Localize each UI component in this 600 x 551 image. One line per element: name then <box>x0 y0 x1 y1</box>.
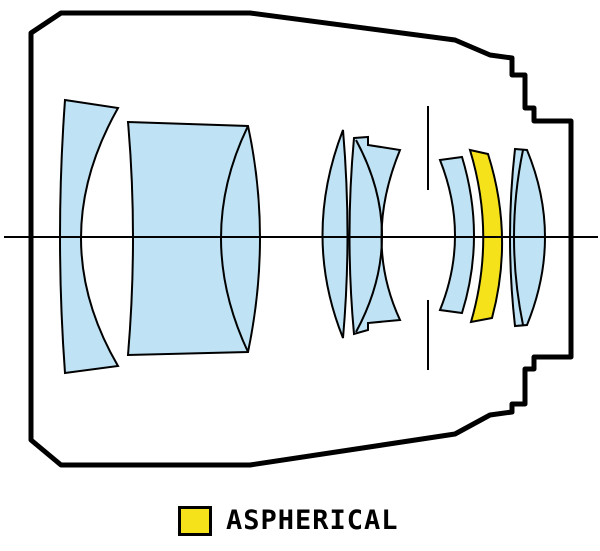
lens-element-5 <box>438 155 475 315</box>
aspherical-legend-label: ASPHERICAL <box>226 505 399 536</box>
lens-element-4 <box>348 135 402 336</box>
lens-element-2 <box>126 120 261 357</box>
lens-element-3 <box>321 129 349 339</box>
lens-element-1 <box>59 98 120 375</box>
lens-barrel-outline <box>28 10 574 468</box>
legend: ASPHERICAL <box>178 504 399 538</box>
aspherical-legend-swatch <box>178 506 212 536</box>
